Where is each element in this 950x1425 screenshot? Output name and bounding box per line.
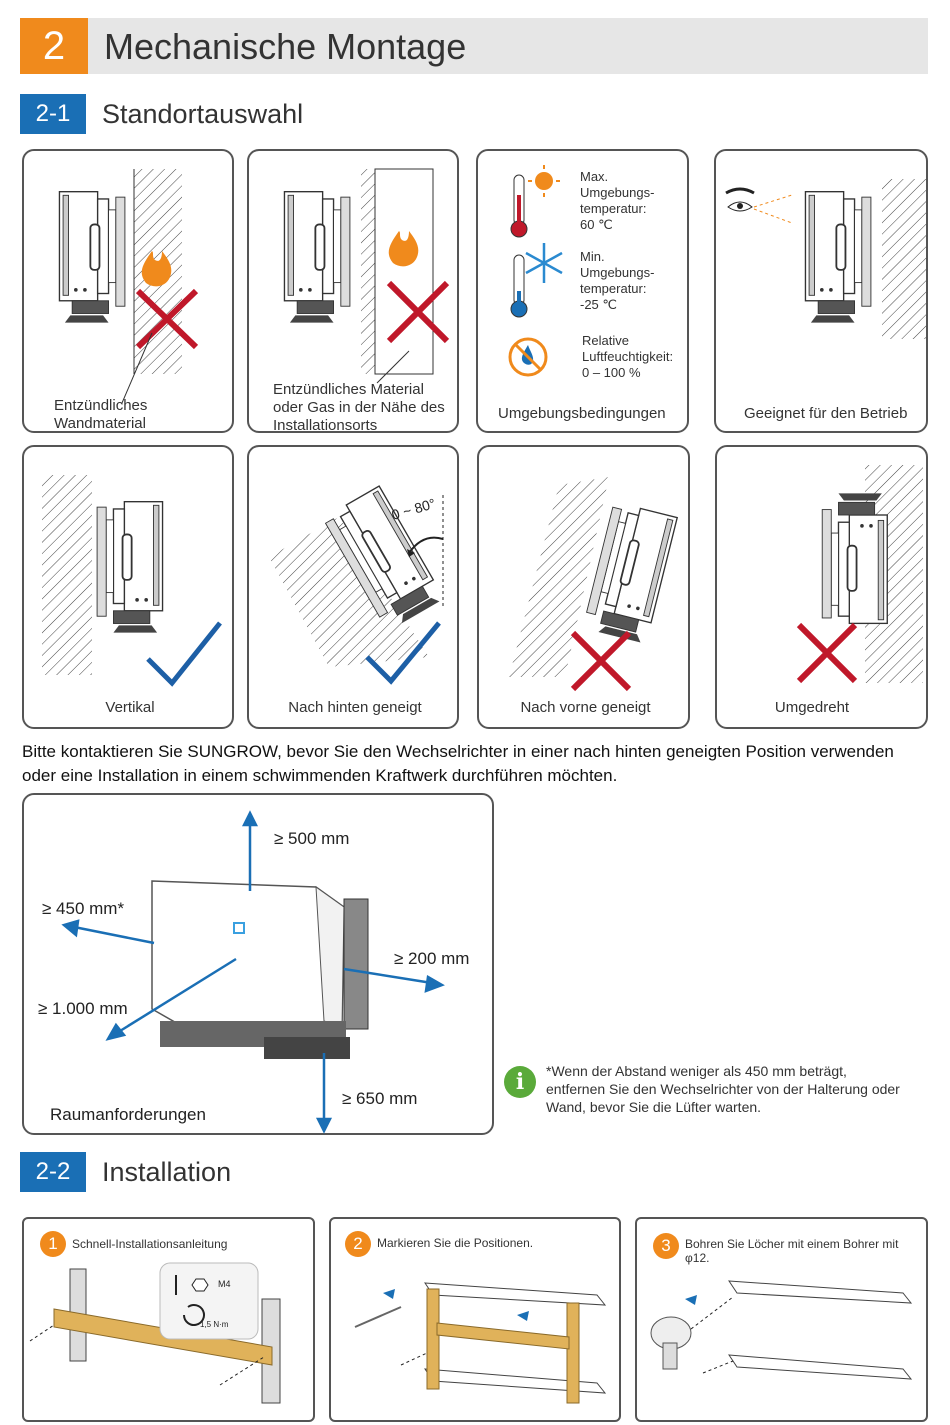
clearance-caption: Raumanforderungen <box>50 1105 206 1124</box>
card-caption: Nach vorne geneigt <box>520 699 651 716</box>
step-card-2: 2 Markieren Sie die Positionen. <box>329 1217 621 1422</box>
card-environment: Max. Umgebungs- temperatur: 60 ℃ Min. Um… <box>476 149 689 433</box>
step-number: 3 <box>653 1233 679 1259</box>
clearance-right: ≥ 200 mm <box>394 949 470 968</box>
card-tilted-forward: Nach vorne geneigt <box>477 445 690 729</box>
torque-value: 1,5 N·m <box>200 1320 229 1329</box>
card-flammable-gas: Entzündliches Material oder Gas in der N… <box>247 149 459 434</box>
card-caption: Nach hinten geneigt <box>288 699 422 716</box>
bolt-size: M4 <box>218 1279 231 1289</box>
section-number: 2-2 <box>20 1152 86 1192</box>
card-upside-down: Umgedreht <box>715 445 928 729</box>
step-card-1: 1 Schnell-Installationsanleitung M4 1,5 … <box>22 1217 315 1422</box>
step-text: Schnell-Installationsanleitung <box>72 1237 228 1251</box>
min-temp-value: -25 ℃ <box>580 297 618 312</box>
step-number: 2 <box>345 1231 371 1257</box>
step-number: 1 <box>40 1231 66 1257</box>
min-temp-label: Min. Umgebungs- temperatur: <box>580 249 655 296</box>
card-tilted-back: 0 ~ 80° Nach hinten geneigt <box>247 445 459 729</box>
chapter-title: Mechanische Montage <box>104 26 467 67</box>
humidity-value: 0 – 100 % <box>582 365 641 380</box>
clearance-front: ≥ 1.000 mm <box>38 999 128 1018</box>
max-temp-label: Max. Umgebungs- temperatur: <box>580 169 655 216</box>
section-title: Standortauswahl <box>102 99 304 129</box>
section-title: Installation <box>102 1157 232 1187</box>
clearance-bottom: ≥ 650 mm <box>342 1089 418 1108</box>
section-number: 2-1 <box>20 94 86 134</box>
clearance-panel: ≥ 500 mm ≥ 450 mm* ≥ 200 mm ≥ 1.000 mm ≥… <box>22 793 494 1135</box>
card-vertical: Vertikal <box>22 445 234 729</box>
clearance-left: ≥ 450 mm* <box>42 899 125 918</box>
card-suitable: Geeignet für den Betrieb <box>714 149 928 433</box>
step-text: Bohren Sie Löcher mit einem Bohrer mit φ… <box>685 1237 899 1265</box>
max-temp-value: 60 ℃ <box>580 217 613 232</box>
card-flammable-wall: Entzündliches Wandmaterial <box>22 149 234 433</box>
chapter-bar <box>20 18 928 74</box>
step-text: Markieren Sie die Positionen. <box>377 1236 534 1250</box>
chapter-number: 2 <box>20 18 88 74</box>
card-caption: Umgedreht <box>774 699 850 716</box>
info-icon: i <box>504 1066 536 1098</box>
card-caption: Vertikal <box>105 699 155 716</box>
clearance-top: ≥ 500 mm <box>274 829 350 848</box>
humidity-label: Relative Luftfeuchtigkeit: <box>582 333 674 364</box>
notice-text: Bitte kontaktieren Sie SUNGROW, bevor Si… <box>22 742 894 785</box>
card-caption: Entzündliches Material oder Gas in der N… <box>273 381 445 434</box>
clearance-footnote: *Wenn der Abstand weniger als 450 mm bet… <box>546 1063 900 1115</box>
step-card-3: 3 Bohren Sie Löcher mit einem Bohrer mit… <box>635 1217 928 1422</box>
card-caption: Entzündliches Wandmaterial <box>54 397 148 432</box>
card-caption: Geeignet für den Betrieb <box>744 405 908 422</box>
card-caption: Umgebungsbedingungen <box>498 405 666 422</box>
